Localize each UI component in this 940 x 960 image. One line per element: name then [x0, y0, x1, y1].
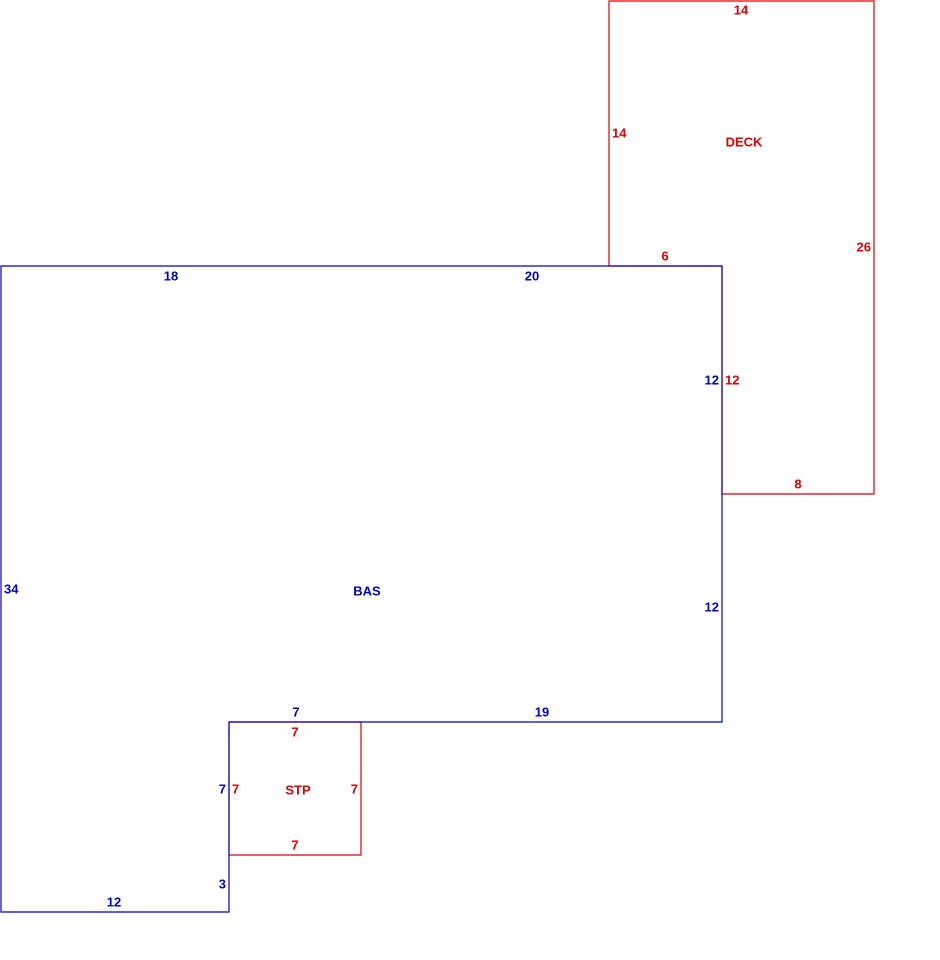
deck-outline [608, 0, 875, 495]
bas-dim-top-left: 18 [164, 268, 178, 283]
stp-dim-bottom: 7 [291, 837, 298, 852]
bas-dim-right-lower: 12 [705, 599, 719, 614]
stp-dim-top: 7 [291, 724, 298, 739]
bas-dim-notch-lower-left: 3 [219, 876, 226, 891]
bas-dim-right-upper: 12 [705, 372, 719, 387]
stp-dim-right: 7 [351, 781, 358, 796]
deck-dim-left: 14 [612, 125, 627, 140]
deck-dim-right: 26 [857, 239, 871, 254]
stp-label: STP [285, 782, 311, 797]
bas-dim-top-right: 20 [525, 268, 539, 283]
deck-dim-inner-right: 12 [725, 372, 739, 387]
bas-outline [0, 265, 723, 913]
deck-dim-bottom: 8 [794, 476, 801, 491]
bas-label: BAS [353, 583, 381, 598]
bas-dim-bottom-left: 12 [107, 894, 121, 909]
bas-dim-notch-top: 7 [292, 704, 299, 719]
deck-label: DECK [726, 134, 763, 149]
bas-dim-left: 34 [4, 581, 19, 596]
stp-dim-left: 7 [232, 781, 239, 796]
bas-dim-notch-left: 7 [219, 781, 226, 796]
bas-dim-bottom-right: 19 [535, 704, 549, 719]
deck-dim-top: 14 [734, 2, 749, 17]
deck-dim-inner-top: 6 [661, 248, 668, 263]
